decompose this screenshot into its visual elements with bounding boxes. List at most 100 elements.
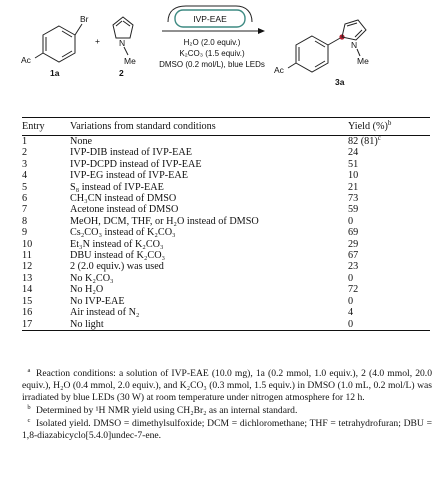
header-variation: Variations from standard conditions	[70, 117, 348, 136]
table-row: 3 IVP-DCPD instead of IVP-EAE 51	[22, 159, 430, 170]
table-row: 9 Cs₂CO₃ instead of K₂CO₃ 69	[22, 227, 430, 238]
variation-cell: No IVP-EAE	[70, 295, 125, 307]
variation-cell: No H₂O	[70, 284, 104, 296]
yield-value: 67	[348, 250, 359, 262]
variation-cell: S₈ instead of IVP-EAE	[70, 181, 164, 193]
variation-cell: Cs₂CO₃ instead of K₂CO₃	[70, 227, 176, 239]
entry-cell: 1	[22, 136, 28, 147]
reactant-1a-structure: Br Ac 1a	[21, 14, 89, 78]
entry-cell: 8	[22, 215, 28, 227]
condition-base: K₂CO₃ (1.5 equiv.)	[179, 49, 245, 58]
yield-value: 29	[348, 238, 359, 250]
compound-label-1a: 1a	[50, 68, 60, 78]
footnote-c-text: Isolated yield. DMSO = dimethylsulfoxide…	[22, 418, 432, 441]
table-row: 14 No H₂O 72	[22, 284, 430, 295]
yield-footnote-mark: c	[377, 134, 381, 142]
yield-value: 72	[348, 284, 359, 296]
optimization-table: Entry Variations from standard condition…	[22, 117, 430, 331]
yield-cell: 24	[348, 147, 430, 158]
compound-label-2: 2	[119, 68, 124, 78]
table-body: 1 None 82 (81)c 2 IVP-DIB instead of IVP-EAE…	[22, 134, 430, 331]
entry-cell: 3	[22, 158, 28, 170]
yield-value: 0	[348, 295, 354, 307]
yield-cell: 0	[348, 216, 430, 227]
yield-cell: 21	[348, 182, 430, 193]
yield-cell: 4	[348, 307, 430, 318]
reactant-2-structure: N Me 2	[112, 16, 136, 78]
variation-cell: IVP-DCPD instead of IVP-EAE	[70, 158, 202, 170]
header-yield-footnote-mark: b	[387, 119, 392, 127]
table-header-row: Entry Variations from standard condition…	[22, 117, 430, 136]
entry-cell: 15	[22, 295, 33, 307]
entry-cell: 11	[22, 250, 32, 262]
variation-cell: IVP-DIB instead of IVP-EAE	[70, 147, 192, 159]
entry-cell: 17	[22, 318, 70, 331]
yield-value: 0	[348, 215, 354, 227]
acetyl-label-3a: Ac	[274, 65, 285, 75]
yield-value: 0	[348, 318, 354, 330]
yield-cell: 29	[348, 239, 430, 250]
variation-cell: No K₂CO₃	[70, 272, 114, 284]
table-row: 8 MeOH, DCM, THF, or H₂O instead of DMSO 0	[22, 216, 430, 227]
nitrogen-label-2: N	[119, 38, 125, 48]
compound-label-3a: 3a	[335, 77, 345, 87]
product-3a-structure: N Me Ac 3a	[274, 19, 369, 87]
yield-cell: 82 (81)c	[348, 134, 430, 148]
variation-cell: DBU instead of K₂CO₃	[70, 250, 166, 262]
condition-solvent-light: DMSO (0.2 mol/L), blue LEDs	[159, 60, 265, 69]
catalyst-label: IVP-EAE	[193, 14, 227, 24]
entry-cell: 4	[22, 170, 28, 182]
entry-cell: 12	[22, 261, 33, 273]
yield-cell: 59	[348, 204, 430, 215]
footnote-a-text: Reaction conditions: a solution of IVP-E…	[22, 368, 432, 403]
header-yield: Yield (%)b	[348, 117, 430, 136]
yield-value: 59	[348, 204, 359, 216]
yield-value: 69	[348, 227, 359, 239]
nitrogen-label-3a: N	[351, 40, 357, 50]
variation-cell: MeOH, DCM, THF, or H₂O instead of DMSO	[70, 215, 259, 227]
reaction-scheme: Br Ac 1a + N Me 2 IVP-EAE H₂O (2.0 equiv…	[21, 5, 369, 87]
yield-value: 4	[348, 307, 354, 319]
variation-cell: None	[70, 136, 93, 147]
entry-cell: 9	[22, 227, 28, 239]
yield-cell: 72	[348, 284, 430, 295]
footnote-b-text: Determined by ¹H NMR yield using CH₂Br₂ …	[36, 405, 298, 416]
reaction-arrow: IVP-EAE H₂O (2.0 equiv.) K₂CO₃ (1.5 equi…	[159, 5, 265, 69]
entry-cell: 2	[22, 147, 28, 159]
variation-cell: Air instead of N₂	[70, 307, 140, 319]
entry-cell: 5	[22, 181, 28, 193]
header-entry: Entry	[22, 117, 70, 136]
entry-cell: 7	[22, 204, 28, 216]
acetyl-label-1a: Ac	[21, 55, 32, 65]
yield-value: 0	[348, 272, 354, 284]
entry-cell: 14	[22, 284, 33, 296]
yield-value: 51	[348, 158, 359, 170]
methyl-label-2: Me	[124, 56, 136, 66]
yield-value: 24	[348, 147, 359, 159]
table-row: 4 IVP-EG instead of IVP-EAE 10	[22, 170, 430, 181]
variation-cell: IVP-EG instead of IVP-EAE	[70, 170, 188, 182]
yield-cell: 0	[348, 273, 430, 284]
entry-cell: 6	[22, 193, 28, 205]
yield-value: 21	[348, 181, 359, 193]
condition-water: H₂O (2.0 equiv.)	[184, 38, 241, 47]
variation-cell: Acetone instead of DMSO	[70, 204, 179, 216]
variation-cell: 2 (2.0 equiv.) was used	[70, 261, 164, 273]
yield-value: 23	[348, 261, 359, 273]
table-row: 5 S₈ instead of IVP-EAE 21	[22, 182, 430, 193]
plus-sign: +	[95, 36, 100, 46]
yield-cell: 73	[348, 193, 430, 204]
yield-value: 82 (81)	[348, 136, 378, 147]
yield-value: 10	[348, 170, 359, 182]
bromo-label: Br	[80, 14, 89, 24]
table-row: 2 IVP-DIB instead of IVP-EAE 24	[22, 147, 430, 158]
yield-cell: 23	[348, 261, 430, 272]
